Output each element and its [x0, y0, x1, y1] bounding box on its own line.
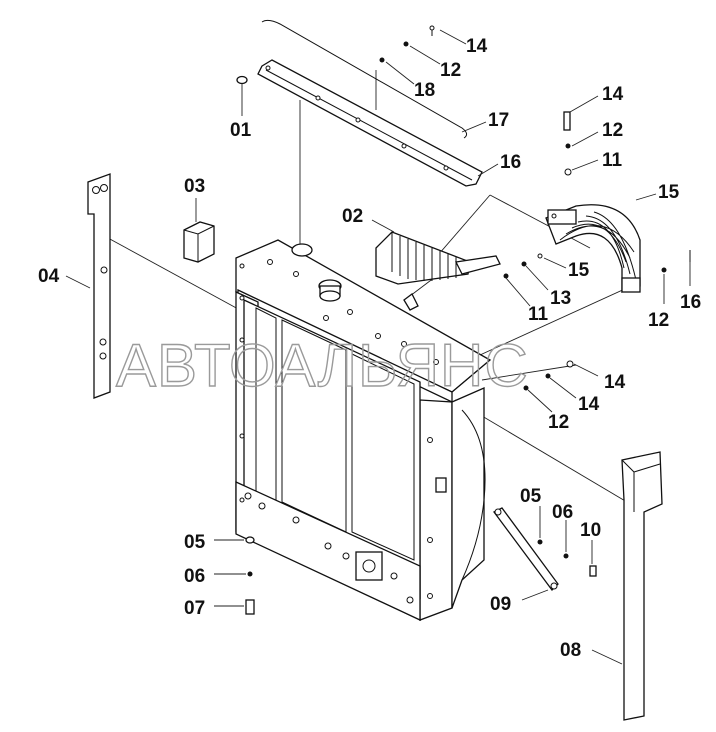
part-16-top-bracket	[257, 59, 483, 187]
callout-06: 06	[552, 502, 573, 523]
part-04-side-plate	[87, 173, 111, 399]
leader-lines	[65, 29, 691, 665]
part-03-pad	[183, 221, 215, 263]
callout-12: 13	[550, 288, 571, 309]
callout-18: 18	[414, 80, 435, 101]
callout-07: 07	[184, 598, 205, 619]
callout-16: 16	[500, 152, 521, 173]
part-17-rod	[261, 19, 468, 139]
part-02-guard	[375, 231, 501, 311]
callout-10: 10	[580, 520, 601, 541]
callout-11: 11	[528, 304, 549, 325]
callout-11: 12	[648, 310, 669, 331]
callout-14: 15	[568, 260, 590, 281]
fasteners	[236, 25, 691, 615]
callout-14: 16	[680, 292, 701, 313]
callout-04: 04	[38, 266, 60, 287]
callout-15: 15	[658, 182, 680, 203]
watermark-text: АВТОАЛЬЯНС	[116, 332, 529, 399]
callout-11: 11	[602, 150, 623, 171]
radiator-assembly	[235, 239, 492, 622]
callout-labels: 14 12 18 01 17 16 14 12 11 15 02 03 04 1…	[38, 36, 701, 661]
callout-03: 03	[184, 176, 205, 197]
callout-17: 17	[488, 110, 509, 131]
callout-09: 09	[490, 594, 511, 615]
part-15-fan-guard	[545, 204, 641, 293]
callout-11: 12	[548, 412, 569, 433]
part-08-upright	[621, 451, 663, 721]
callout-02: 02	[342, 206, 363, 227]
part-09-strut	[493, 507, 559, 591]
callout-08: 08	[560, 640, 581, 661]
callout-06: 06	[184, 566, 205, 587]
callout-05: 05	[520, 486, 542, 507]
callout-12: 14	[578, 394, 600, 415]
callout-13: 14	[604, 372, 626, 393]
callout-01: 01	[230, 120, 252, 141]
callout-14: 14	[466, 36, 488, 57]
callout-12: 12	[440, 60, 461, 81]
callout-14: 14	[602, 84, 624, 105]
callout-05: 05	[184, 532, 206, 553]
callout-12: 12	[602, 120, 623, 141]
